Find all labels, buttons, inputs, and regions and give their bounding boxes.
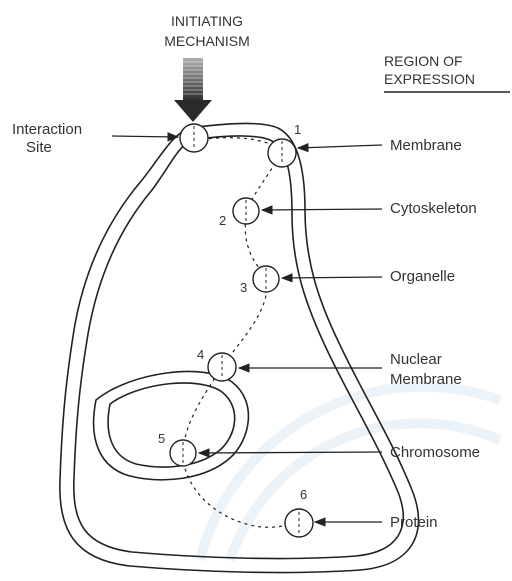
interaction-site-arrow (112, 136, 178, 137)
region-protein-label: Protein (390, 514, 438, 531)
site-4-number: 4 (197, 347, 204, 362)
site-5-number: 5 (158, 431, 165, 446)
region-title-line1: REGION OF (384, 53, 463, 69)
interaction-site-label-line1: Interaction (12, 121, 82, 138)
region-chromosome-label: Chromosome (390, 444, 480, 461)
cell-membrane (60, 124, 419, 573)
region-nuclear-label: Nuclear (390, 351, 442, 368)
cytoskeleton-arrow (262, 209, 382, 210)
site-1-number: 1 (294, 122, 301, 137)
nucleus (94, 372, 249, 480)
region-title-line2: EXPRESSION (384, 71, 475, 87)
site-2-number: 2 (219, 213, 226, 228)
initiating-title-line2: MECHANISM (164, 33, 250, 49)
chromosome-arrow (199, 452, 382, 453)
region-nuclear-membrane-label: Membrane (390, 371, 462, 388)
watermark (200, 387, 500, 560)
region-organelle-label: Organelle (390, 268, 455, 285)
site-3-number: 3 (240, 280, 247, 295)
region-cytoskeleton-label: Cytoskeleton (390, 200, 477, 217)
organelle-arrow (282, 277, 382, 278)
initiating-title-line1: INITIATING (171, 13, 243, 29)
region-membrane-label: Membrane (390, 137, 462, 154)
site-6-number: 6 (300, 487, 307, 502)
initiating-arrow-icon (174, 58, 212, 122)
interaction-site-label-line2: Site (26, 139, 52, 156)
membrane-arrow (298, 145, 382, 148)
